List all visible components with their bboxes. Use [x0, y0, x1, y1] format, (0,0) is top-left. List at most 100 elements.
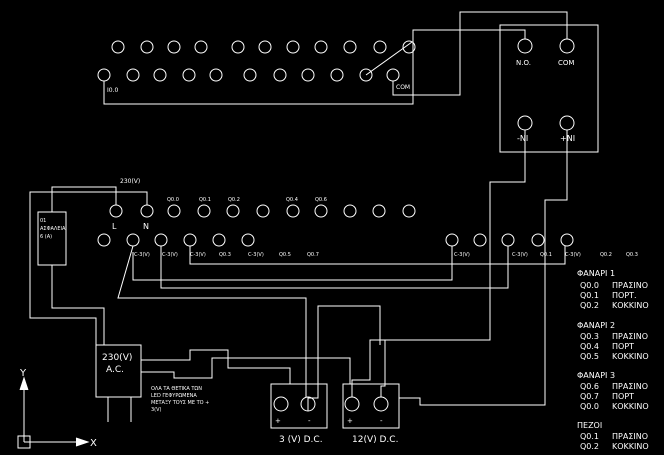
note-line-1: ΟΛΑ ΤΑ ΘΕΤΙΚΑ ΤΩΝ: [151, 386, 202, 392]
relay-com-label: COM: [558, 59, 574, 67]
label-terminal-n: N: [143, 222, 149, 231]
legend-4-addr-2: Q0.2: [580, 442, 599, 451]
legend-2-addr-2: Q0.4: [580, 342, 599, 351]
plc-switch-line: [365, 41, 413, 76]
supply-3v-minus: -: [308, 417, 311, 425]
relay-minus-label: -NI: [517, 134, 528, 143]
supply-12v-label: 12(V) D.C.: [352, 435, 398, 445]
legend-group-4-title: ΠΕΖΟΙ: [577, 421, 602, 430]
wire-transformer-out: [141, 349, 291, 384]
legend-1-color-1: ΠΡΑΣΙΝΟ: [612, 281, 648, 290]
transformer-label-2: A.C.: [106, 365, 124, 375]
axis-x-label: X: [90, 438, 97, 449]
plc-bottom-row: [97, 233, 574, 247]
relay-no-label: N.O.: [516, 59, 531, 67]
wire-n-neutral: [29, 191, 148, 345]
fuse-line-1: 01: [40, 218, 46, 224]
legend-group-1-title: ΦΑΝΑΡΙ 1: [577, 269, 615, 278]
wire-12v-plus: [351, 130, 526, 397]
plc-output-row: [109, 204, 416, 218]
legend-2-addr-3: Q0.5: [580, 352, 599, 361]
supply-3v-box: [270, 383, 328, 429]
legend-2-addr-1: Q0.3: [580, 332, 599, 341]
bottom-row-labels: C-3(V) C-3(V) C-3(V) Q0.3 C-3(V) Q0.5 Q0…: [134, 252, 638, 258]
legend-3-color-3: ΚΟΚΚΙΝΟ: [612, 402, 649, 411]
label-c3v-4: C-3(V): [248, 252, 264, 258]
note-line-4: 3(V): [151, 407, 162, 413]
label-c3v-3: C-3(V): [190, 252, 206, 258]
label-q06-top: Q0.6: [315, 197, 327, 203]
wire-12v-minus: [380, 340, 386, 397]
wire-fuse-to-transformer: [51, 265, 105, 345]
label-q01-bottom: Q0.1: [540, 252, 552, 258]
label-c3v-2: C-3(V): [162, 252, 178, 258]
label-q07-bottom: Q0.7: [307, 252, 319, 258]
label-q02-bottom: Q0.2: [600, 252, 612, 258]
fuse-line-2: ΑΣΦΑΛΕΙΑ: [40, 226, 66, 232]
wire-rail-right: [132, 246, 453, 281]
label-q04-top: Q0.4: [286, 197, 298, 203]
legend-1-addr-1: Q0.0: [580, 281, 599, 290]
label-c3v-5: C-3(V): [454, 252, 470, 258]
label-q02-top: Q0.2: [228, 197, 240, 203]
label-c3v-7: C-3(V): [565, 252, 581, 258]
legend-group-2-title: ΦΑΝΑΡΙ 2: [577, 321, 615, 330]
supply-12v-minus: -: [380, 417, 383, 425]
wire-transformer-out-2: [141, 357, 351, 384]
legend-3-addr-3: Q0.0: [580, 402, 599, 411]
transformer-box: [95, 344, 142, 398]
output-row-labels: Q0.0 Q0.1 Q0.2 Q0.4 Q0.6: [167, 197, 327, 203]
legend-4-color-2: ΚΟΚΚΙΝΟ: [612, 442, 649, 451]
legend-2-color-1: ΠΡΑΣΙΝΟ: [612, 332, 648, 341]
legend-1-addr-3: Q0.2: [580, 301, 599, 310]
legend-1-addr-2: Q0.1: [580, 291, 599, 300]
wire-relay-no: [103, 29, 526, 105]
legend-1-color-3: ΚΟΚΚΙΝΟ: [612, 301, 649, 310]
legend-3-color-1: ΠΡΑΣΙΝΟ: [612, 382, 648, 391]
note-text: ΟΛΑ ΤΑ ΘΕΤΙΚΑ ΤΩΝ LED ΓΕΦΥΡΩΜΕΝΑ ΜΕΤΑΞΥ …: [151, 386, 209, 413]
plc-top-terminal-row: [97, 40, 416, 82]
supply-12v-box: [342, 383, 400, 429]
axis-y-label: Y: [19, 368, 27, 379]
legend-4-addr-1: Q0.1: [580, 432, 599, 441]
relay-box: [499, 24, 599, 153]
label-terminal-l: L: [112, 222, 117, 231]
wire-l-phase: [51, 186, 117, 212]
label-q01-top: Q0.1: [199, 197, 211, 203]
label-q00-top: Q0.0: [167, 197, 179, 203]
legend-3-addr-2: Q0.7: [580, 392, 599, 401]
legend-4-color-1: ΠΡΑΣΙΝΟ: [612, 432, 648, 441]
label-q03-bottom: Q0.3: [219, 252, 231, 258]
label-q03-bottom-2: Q0.3: [626, 252, 638, 258]
legend-3-addr-1: Q0.6: [580, 382, 599, 391]
legend-2-color-3: ΚΟΚΚΙΝΟ: [612, 352, 649, 361]
supply-3v-plus: +: [275, 417, 281, 425]
label-230v-top: 230(V): [120, 178, 140, 185]
wire-rail-c3: [189, 246, 566, 265]
relay-plus-label: +NI: [560, 134, 575, 143]
label-c3v-1: C-3(V): [134, 252, 150, 258]
legend-2-color-2: ΠΟΡΤ: [612, 342, 634, 351]
label-c3v-6: C-3(V): [512, 252, 528, 258]
wire-3v-neg: [307, 305, 381, 411]
note-line-3: ΜΕΤΑΞΥ ΤΟΥΣ ΜΕ ΤΟ +: [151, 400, 209, 406]
supply-12v-plus: +: [347, 417, 353, 425]
legend-1-color-2: ΠΟΡΤ.: [612, 291, 637, 300]
wire-relay-com: [392, 11, 568, 96]
legend: ΦΑΝΑΡΙ 1 Q0.0 ΠΡΑΣΙΝΟ Q0.1 ΠΟΡΤ. Q0.2 ΚΟ…: [577, 269, 649, 451]
wire-relay-plus: [399, 130, 568, 406]
legend-group-3-title: ΦΑΝΑΡΙ 3: [577, 371, 615, 380]
note-line-2: LED ΓΕΦΥΡΩΜΕΝΑ: [151, 393, 197, 399]
relay-terminals: [517, 38, 575, 131]
label-q05-bottom: Q0.5: [279, 252, 291, 258]
wire-common-rail: [117, 245, 307, 397]
label-com-top: COM: [396, 84, 410, 91]
fuse-label: 01 ΑΣΦΑΛΕΙΑ 6 (A): [40, 218, 66, 240]
label-i00: I0.0: [107, 87, 118, 94]
legend-3-color-2: ΠΟΡΤ: [612, 392, 634, 401]
transformer-label-1: 230(V): [102, 353, 132, 363]
supply-3v-label: 3 (V) D.C.: [279, 435, 323, 445]
wire-rail-mid: [160, 246, 509, 289]
fuse-line-3: 6 (A): [40, 234, 52, 240]
